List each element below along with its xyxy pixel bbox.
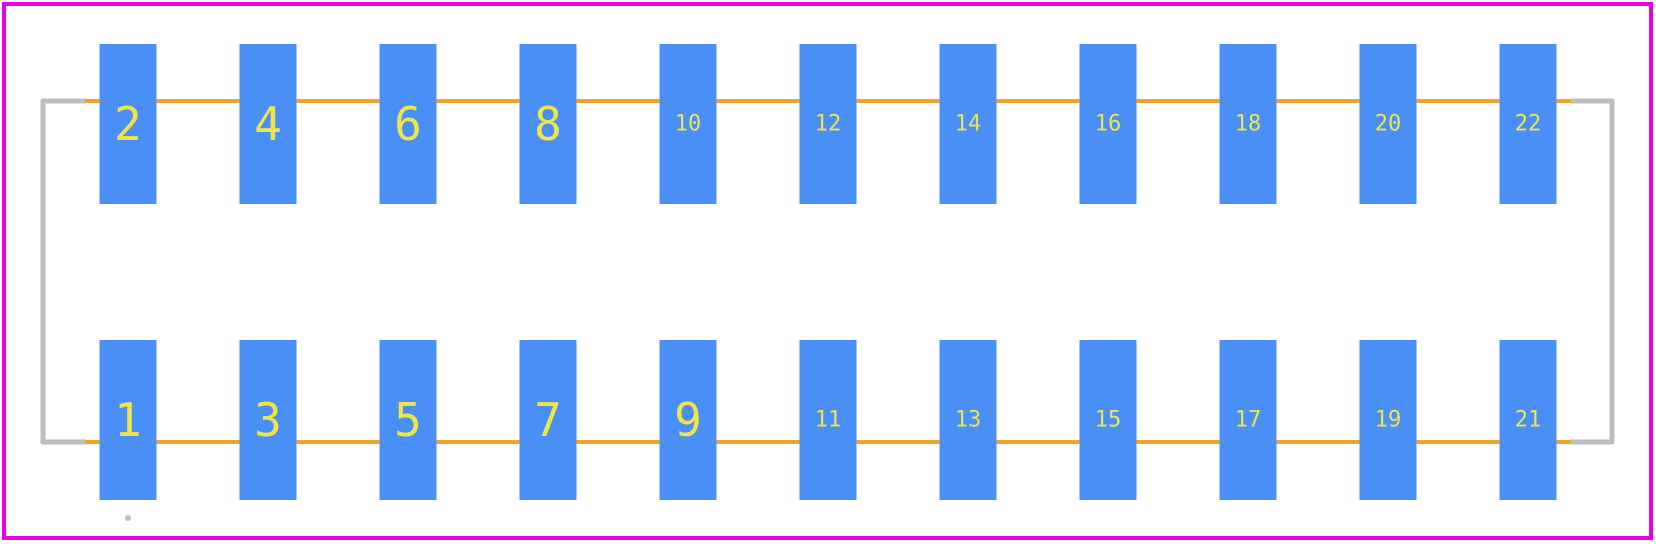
pad-label-22: 22 bbox=[1515, 112, 1542, 137]
pad-label-11: 11 bbox=[815, 408, 842, 433]
pad-8 bbox=[519, 44, 577, 204]
pad-14 bbox=[939, 44, 997, 204]
pad-label-12: 12 bbox=[815, 112, 842, 137]
pad-label-6: 6 bbox=[394, 97, 422, 151]
pad-label-9: 9 bbox=[674, 393, 702, 447]
pad-label-21: 21 bbox=[1515, 408, 1542, 433]
pad-21 bbox=[1499, 340, 1557, 500]
pad-label-2: 2 bbox=[114, 97, 142, 151]
pad-6 bbox=[379, 44, 437, 204]
pad-10 bbox=[659, 44, 717, 204]
pad-label-1: 1 bbox=[114, 393, 142, 447]
pad-label-5: 5 bbox=[394, 393, 422, 447]
pad-17 bbox=[1219, 340, 1277, 500]
pad-13 bbox=[939, 340, 997, 500]
pad-4 bbox=[239, 44, 297, 204]
pad-label-3: 3 bbox=[254, 393, 282, 447]
silkscreen-right-bracket bbox=[1568, 98, 1615, 445]
pad-9 bbox=[659, 340, 717, 500]
pad-label-17: 17 bbox=[1235, 408, 1262, 433]
pin-1-marker bbox=[125, 515, 131, 521]
silkscreen-left-bracket bbox=[40, 98, 88, 445]
pad-18 bbox=[1219, 44, 1277, 204]
pad-label-18: 18 bbox=[1235, 112, 1262, 137]
pad-3 bbox=[239, 340, 297, 500]
pad-22 bbox=[1499, 44, 1557, 204]
pad-20 bbox=[1359, 44, 1417, 204]
pad-label-10: 10 bbox=[675, 112, 702, 137]
pad-label-14: 14 bbox=[955, 112, 982, 137]
pad-label-13: 13 bbox=[955, 408, 982, 433]
pad-2 bbox=[99, 44, 157, 204]
pad-label-15: 15 bbox=[1095, 408, 1122, 433]
pad-7 bbox=[519, 340, 577, 500]
pad-label-16: 16 bbox=[1095, 112, 1122, 137]
pad-12 bbox=[799, 44, 857, 204]
pad-label-8: 8 bbox=[534, 97, 562, 151]
pad-row-top: 2 4 6 8 10 12 14 16 18 20 22 bbox=[99, 44, 1557, 204]
pad-1 bbox=[99, 340, 157, 500]
pad-15 bbox=[1079, 340, 1137, 500]
pad-label-19: 19 bbox=[1375, 408, 1402, 433]
pad-label-7: 7 bbox=[534, 393, 562, 447]
pad-5 bbox=[379, 340, 437, 500]
pad-19 bbox=[1359, 340, 1417, 500]
pad-16 bbox=[1079, 44, 1137, 204]
pad-label-4: 4 bbox=[254, 97, 282, 151]
pad-label-20: 20 bbox=[1375, 112, 1402, 137]
pad-11 bbox=[799, 340, 857, 500]
